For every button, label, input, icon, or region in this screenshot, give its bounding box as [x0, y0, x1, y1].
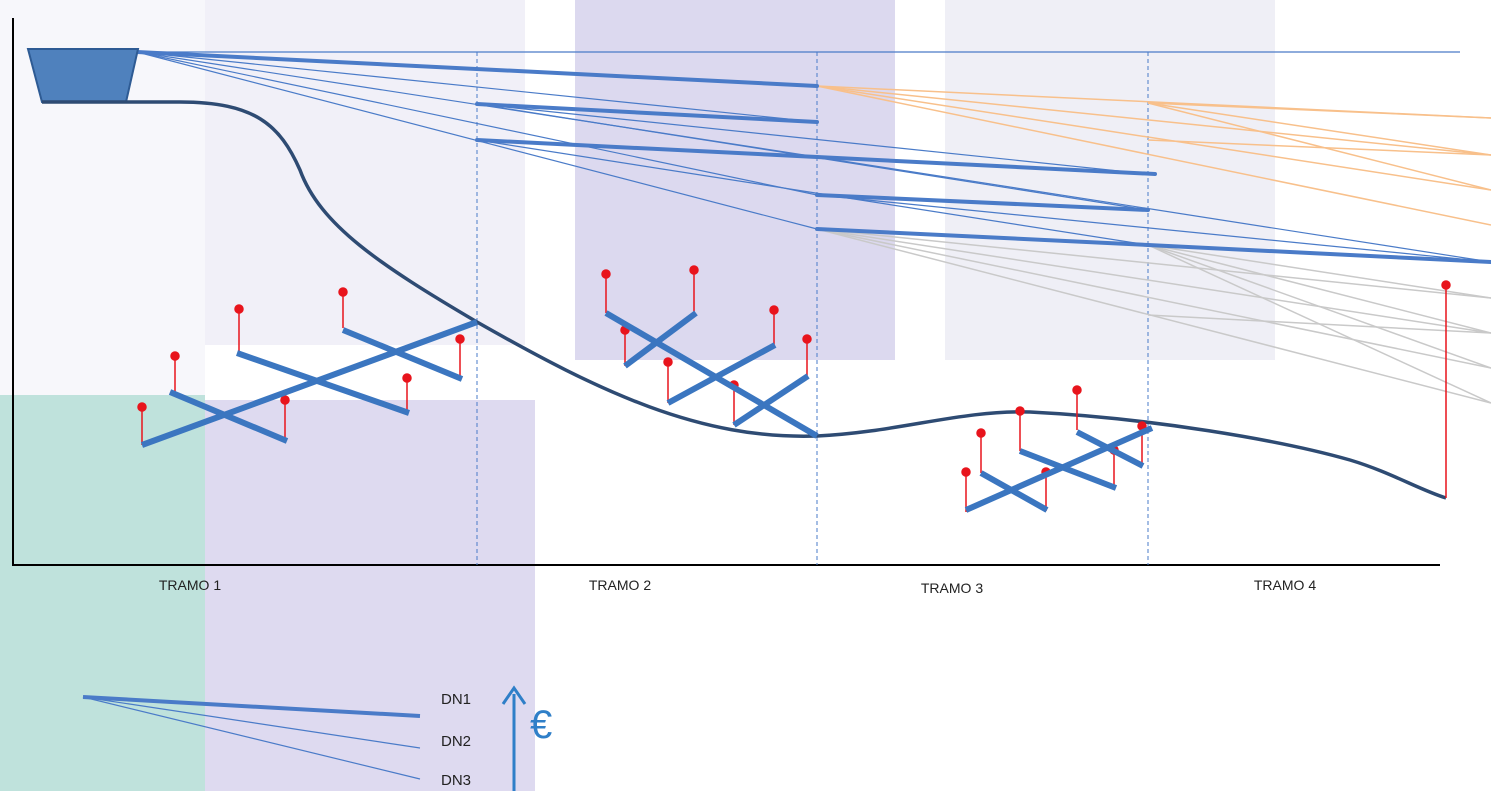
cost-arrow-head-icon	[501, 685, 527, 705]
grey-line	[1147, 244, 1491, 369]
dn-line	[815, 227, 1150, 247]
thin-energy-lines	[136, 51, 1491, 263]
demand-node	[769, 305, 779, 315]
legend-dn2-line	[82, 696, 421, 749]
legend-dn1-line	[82, 695, 421, 718]
demand-stems-tramo-1	[137, 287, 465, 445]
orange-line	[816, 85, 1491, 191]
grey-line	[816, 228, 1491, 369]
orange-line	[816, 85, 1491, 156]
pipe	[604, 310, 819, 439]
demand-node	[455, 334, 465, 344]
dn1-line	[135, 50, 819, 88]
pipe-network-tramo-2	[604, 310, 819, 439]
orange-line	[1147, 102, 1491, 156]
demand-node	[402, 373, 412, 383]
dn-line	[475, 102, 819, 124]
orange-line	[1147, 102, 1491, 191]
grey-line	[816, 228, 1491, 334]
grey-line	[1147, 244, 1491, 334]
pipe-network-tramo-3	[964, 425, 1154, 513]
reservoir	[26, 48, 140, 103]
energy-line	[816, 156, 1491, 263]
background-block	[0, 395, 205, 791]
pipe	[140, 319, 479, 448]
orange-line	[1147, 102, 1491, 119]
pipe	[666, 342, 777, 406]
dn-line	[815, 155, 1157, 176]
demand-node	[601, 269, 611, 279]
diameter-lines	[135, 50, 1491, 264]
demand-node	[1015, 406, 1025, 416]
pipe	[732, 373, 810, 428]
grey-line	[1147, 314, 1491, 334]
grey-line	[816, 228, 1491, 299]
orange-gradient-lines	[816, 85, 1491, 226]
demand-stems-tramo-3	[961, 385, 1147, 512]
pipe	[236, 350, 410, 416]
cost-symbol: €	[530, 703, 552, 747]
dn-line	[1146, 243, 1491, 264]
demand-node	[1441, 280, 1451, 290]
legend-dn2-label: DN2	[441, 733, 471, 750]
demand-node	[663, 357, 673, 367]
demand-node	[976, 428, 986, 438]
energy-line	[136, 51, 818, 196]
demand-node	[338, 287, 348, 297]
energy-line	[136, 51, 818, 123]
diameter-legend: DN1 DN2 DN3 €	[82, 685, 552, 791]
grey-line	[1147, 244, 1491, 299]
background-block	[945, 0, 1275, 360]
demand-node	[802, 334, 812, 344]
orange-line	[816, 85, 1491, 226]
demand-stems-tramo-4	[1441, 280, 1451, 498]
demand-node	[170, 351, 180, 361]
pipe-network-tramo-1	[140, 319, 479, 448]
tramo-2-label: TRAMO 2	[589, 577, 651, 593]
energy-line	[476, 103, 1149, 175]
background-block	[205, 400, 535, 791]
pipe	[1075, 429, 1145, 469]
demand-node	[961, 467, 971, 477]
pipe	[1018, 448, 1118, 491]
demand-stems-tramo-2	[601, 265, 812, 425]
legend-dn3-line	[82, 696, 421, 780]
tramo-dividers	[476, 52, 1149, 565]
dn-line	[815, 193, 1150, 212]
demand-node	[280, 395, 290, 405]
energy-line	[816, 194, 1491, 263]
demand-node	[234, 304, 244, 314]
tramo-3-label: TRAMO 3	[921, 580, 983, 596]
pipe	[341, 327, 464, 382]
tramo-4-label: TRAMO 4	[1254, 577, 1316, 593]
legend-dn3-label: DN3	[441, 772, 471, 789]
legend-dn1-label: DN1	[441, 691, 471, 708]
pipe	[979, 470, 1049, 513]
dn-line	[475, 138, 819, 159]
pipe	[623, 310, 698, 369]
orange-line	[1147, 139, 1491, 156]
demand-node	[1072, 385, 1082, 395]
demand-node	[137, 402, 147, 412]
tramo-1-label: TRAMO 1	[159, 577, 221, 593]
demand-node	[689, 265, 699, 275]
pipe	[168, 389, 289, 444]
terrain-profile	[42, 100, 1447, 500]
grey-gradient-lines	[816, 228, 1491, 404]
energy-line	[476, 139, 1149, 246]
